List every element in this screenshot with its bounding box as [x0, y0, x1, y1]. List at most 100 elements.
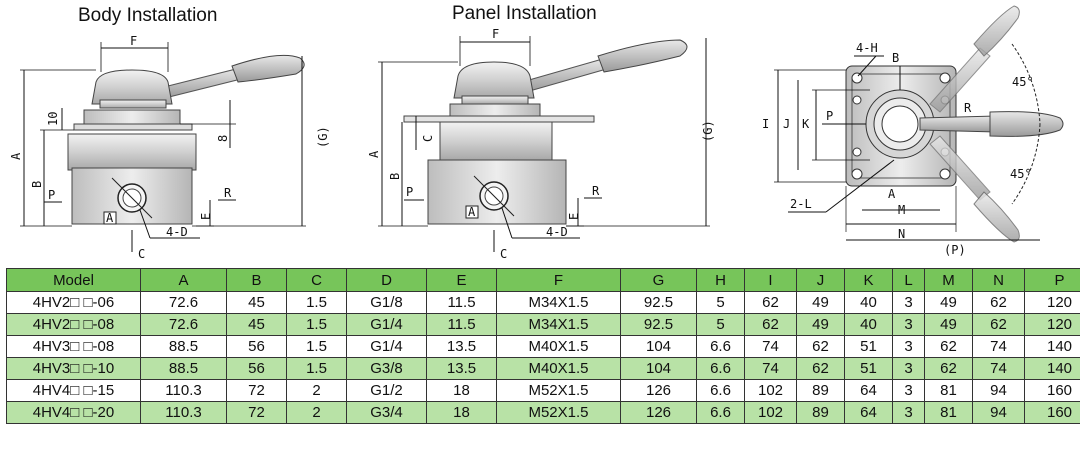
table-cell: 120 [1024, 313, 1080, 336]
table-cell: 88.5 [140, 357, 227, 380]
table-cell: 1.5 [286, 291, 347, 314]
table-cell: 126 [620, 379, 697, 402]
table-cell: 72 [226, 379, 287, 402]
table-cell: 4HV3□ □-10 [6, 357, 141, 380]
dim-c-label: C [138, 247, 145, 261]
table-cell: 74 [972, 335, 1025, 358]
top-port-p-label: P [826, 109, 833, 123]
table-cell: 89 [796, 379, 845, 402]
table-cell: 94 [972, 401, 1025, 424]
panel-dim-f-label: F [492, 27, 499, 41]
table-cell: G3/8 [346, 357, 427, 380]
table-cell: 92.5 [620, 313, 697, 336]
table-cell: 49 [796, 313, 845, 336]
panel-dim-g-label: (G) [701, 120, 715, 142]
table-cell: 140 [1024, 357, 1080, 380]
table-cell: 62 [796, 335, 845, 358]
table-cell: 4HV4□ □-15 [6, 379, 141, 402]
port-r-label: R [224, 186, 232, 200]
table-cell: 4HV4□ □-20 [6, 401, 141, 424]
table-cell: 11.5 [426, 291, 497, 314]
column-header: D [346, 268, 427, 292]
table-cell: M40X1.5 [496, 335, 621, 358]
table-cell: 11.5 [426, 313, 497, 336]
table-cell: 5 [696, 313, 745, 336]
table-cell: 3 [892, 291, 925, 314]
table-cell: 140 [1024, 335, 1080, 358]
table-cell: 102 [744, 379, 797, 402]
dim-p-label: (P) [944, 243, 966, 257]
table-cell: 160 [1024, 401, 1080, 424]
table-cell: 45 [226, 291, 287, 314]
angle-lower-label: 45° [1010, 167, 1032, 181]
table-cell: 1.5 [286, 335, 347, 358]
table-cell: 120 [1024, 291, 1080, 314]
column-header: N [972, 268, 1025, 292]
panel-dim-4d-label: 4-D [546, 225, 568, 239]
dim-b-label: B [30, 181, 44, 188]
table-cell: 92.5 [620, 291, 697, 314]
table-cell: 62 [924, 335, 973, 358]
panel-dim-c-label: C [500, 247, 507, 261]
table-cell: 104 [620, 335, 697, 358]
table-cell: 72 [226, 401, 287, 424]
column-header: J [796, 268, 845, 292]
panel-installation-title: Panel Installation [452, 3, 597, 24]
table-cell: 3 [892, 379, 925, 402]
column-header: G [620, 268, 697, 292]
table-cell: 3 [892, 313, 925, 336]
panel-dim-b-label: B [388, 173, 402, 180]
table-cell: 40 [844, 313, 893, 336]
dim-4h-label: 4-H [856, 41, 878, 55]
table-cell: 81 [924, 401, 973, 424]
table-cell: 110.3 [140, 401, 227, 424]
column-header: Model [6, 268, 141, 292]
table-cell: 4HV2□ □-06 [6, 291, 141, 314]
dim-8-label: 8 [216, 135, 230, 142]
table-cell: 6.6 [696, 379, 745, 402]
column-header: F [496, 268, 621, 292]
table-cell: G3/4 [346, 401, 427, 424]
table-cell: 3 [892, 401, 925, 424]
table-cell: 51 [844, 335, 893, 358]
dim-a-label: A [9, 152, 23, 160]
dim-e-label: E [199, 213, 213, 220]
dim-i-label: I [762, 117, 769, 131]
angle-upper-label: 45° [1012, 75, 1034, 89]
column-header: K [844, 268, 893, 292]
dim-10-label: 10 [46, 112, 60, 126]
table-cell: 56 [226, 357, 287, 380]
table-cell: 4HV2□ □-08 [6, 313, 141, 336]
table-cell: 40 [844, 291, 893, 314]
panel-dim-a-label: A [367, 150, 381, 158]
column-header: C [286, 268, 347, 292]
top-view: 45° 45° 4-H B I J K P R 2-L A M [762, 5, 1064, 257]
column-header: E [426, 268, 497, 292]
panel-port-p-label: P [406, 185, 413, 199]
table-cell: G1/4 [346, 335, 427, 358]
column-header: L [892, 268, 925, 292]
table-cell: 74 [744, 335, 797, 358]
column-header: H [696, 268, 745, 292]
dim-n-label: N [898, 227, 905, 241]
table-cell: 126 [620, 401, 697, 424]
column-header: M [924, 268, 973, 292]
table-cell: G1/4 [346, 313, 427, 336]
table-cell: 64 [844, 401, 893, 424]
table-cell: G1/8 [346, 291, 427, 314]
port-a-marker: A [106, 211, 114, 225]
table-cell: M34X1.5 [496, 313, 621, 336]
table-cell: 13.5 [426, 335, 497, 358]
table-cell: 62 [972, 313, 1025, 336]
table-cell: 56 [226, 335, 287, 358]
panel-port-a-marker: A [468, 205, 476, 219]
table-cell: 6.6 [696, 357, 745, 380]
